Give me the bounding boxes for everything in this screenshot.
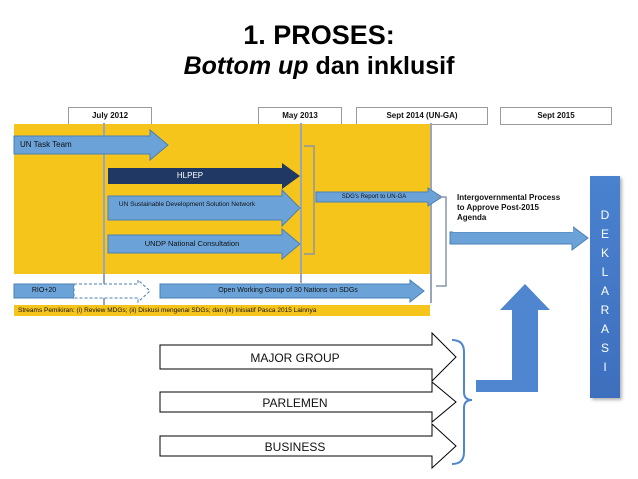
- rio-label: RIO+20: [31, 287, 57, 294]
- timeline-line-2014: [430, 123, 432, 303]
- undp-label: UNDP National Consultation: [144, 239, 240, 248]
- merge-bracket: [436, 196, 447, 287]
- slide-subtitle: Bottom up dan inklusif: [0, 52, 638, 81]
- group-major-group: MAJOR GROUP: [250, 351, 340, 365]
- undp-arrow: [107, 227, 301, 261]
- deklarasi-letter: A: [600, 322, 609, 336]
- consolidation-bracket: [304, 145, 315, 255]
- deklarasi-letter: L: [601, 265, 609, 279]
- subtitle-rest: dan inklusif: [308, 52, 455, 80]
- deklarasi-letter: A: [600, 284, 609, 298]
- hlpep-label: HLPEP: [176, 171, 204, 180]
- rio-dashed-arrow: [73, 278, 151, 304]
- business-arrow: [159, 422, 457, 470]
- timeline-line-2012: [103, 123, 105, 308]
- unsdsn-arrow: [107, 188, 301, 228]
- sdg-report-arrow: [315, 187, 443, 207]
- intergov-box: Intergovernmental Process to Approve Pos…: [453, 190, 573, 232]
- subtitle-italic: Bottom up: [183, 52, 309, 80]
- deklarasi-letter: I: [603, 360, 607, 374]
- deklarasi-letter: K: [600, 246, 609, 260]
- group-business: BUSINESS: [264, 440, 326, 454]
- group-parlemen: PARLEMEN: [262, 396, 328, 410]
- deklarasi-letter: D: [600, 208, 610, 222]
- un-task-team-label: UN Task Team: [20, 140, 72, 149]
- streams-banner: Streams Pemikiran: (i) Review MDGs; (ii)…: [14, 305, 430, 316]
- timeline-line-2013: [300, 123, 302, 283]
- hlpep-arrow: [108, 163, 300, 189]
- owg-arrow: [159, 278, 425, 304]
- deklarasi-letter: S: [600, 341, 609, 355]
- sdg-report-label: SDG's Report to UN-GA: [341, 194, 407, 200]
- groups-brace: [451, 339, 473, 465]
- deklarasi-letter: E: [600, 227, 609, 241]
- major-group-arrow: [159, 331, 457, 383]
- deklarasi-letter: R: [600, 303, 610, 317]
- up-arrow: [500, 284, 550, 392]
- timeline-sept-2015: Sept 2015: [500, 107, 612, 125]
- owg-label: Open Working Group of 30 Nations on SDGs: [218, 287, 358, 294]
- slide-title: 1. PROSES:: [243, 20, 395, 50]
- un-task-team-arrow: [13, 128, 169, 162]
- unsdsn-label: UN Sustainable Development Solution Netw…: [118, 201, 256, 208]
- parlemen-arrow: [159, 380, 457, 424]
- up-arrow-base: [476, 380, 538, 392]
